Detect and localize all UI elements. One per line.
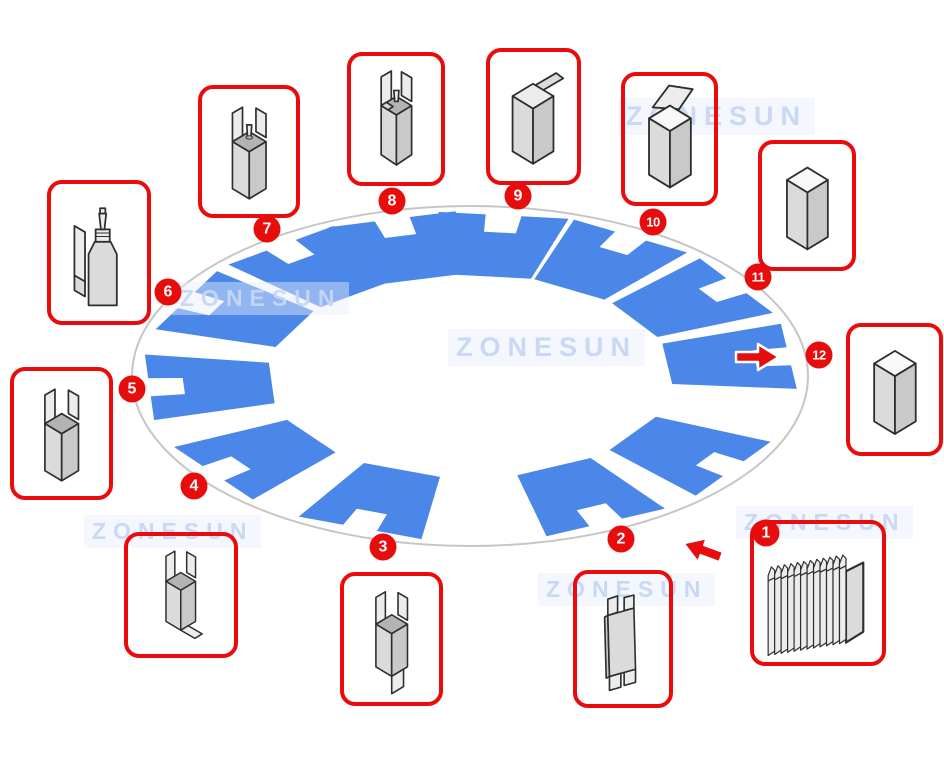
station-badge-6: 6 [154,278,182,306]
pocket-notch [170,290,225,316]
outfeed-arrow-icon [734,342,781,372]
carton-opening-icon [603,594,637,692]
step-frame-6 [47,180,151,325]
station-badge-5: 5 [118,375,146,403]
zonesun-watermark: ZONESUN [84,515,262,548]
station-badge-3: 3 [369,533,397,561]
carton-with-product-icon [231,106,267,200]
carousel-pocket [328,211,462,284]
carousel-pocket [612,258,773,337]
pocket-notch [372,213,417,238]
carousel-pocket [609,416,771,496]
carton-lid-tucking-icon [647,84,694,189]
pocket-notch [576,503,626,530]
carousel-pocket [298,463,440,540]
carousel-pocket [174,419,336,500]
pocket-notch [698,275,754,302]
carousel-pocket [662,323,797,389]
station-badge-12: 12 [805,341,833,369]
station-badge-9: 9 [504,182,532,210]
carousel-pocket [228,225,386,308]
pocket-notch [484,210,523,234]
step-frame-5 [10,367,113,500]
carousel-pocket [155,271,314,347]
step-frame-4 [124,532,238,658]
step-frame-11 [758,140,856,271]
step-frame-3 [340,572,443,706]
zonesun-watermark: ZONESUN [172,282,350,315]
step-frame-9 [486,48,581,185]
station-badge-1: 1 [752,519,780,547]
step-frame-7 [198,85,300,218]
step-frame-8 [347,52,445,186]
step-frame-1 [750,520,886,666]
station-badge-8: 8 [378,187,406,215]
pocket-notch [196,456,251,483]
carton-closed-icon [785,166,829,250]
step-frame-2 [573,570,673,708]
zonesun-watermark: ZONESUN [448,329,646,366]
carousel-pocket [438,211,569,279]
infeed-arrow-icon [683,537,724,563]
step-frame-12 [846,323,943,456]
carousel-pocket [144,354,275,421]
pocket-notch [140,378,185,397]
pocket-notch [261,236,315,264]
station-badge-2: 2 [607,525,635,553]
carton-bottom-flap-folding-icon [165,549,204,639]
carton-top-open-icon [43,388,80,482]
pocket-notch [340,508,387,535]
carton-flaps-raised-icon [379,69,413,166]
flat-carton-stack-icon [767,554,865,657]
station-badge-10: 10 [639,208,667,236]
station-badge-7: 7 [253,215,281,243]
carousel-pocket [534,219,688,300]
carton-lid-folding-icon [512,72,565,165]
pocket-notch [599,228,651,256]
carton-bottom-flap-open-icon [374,590,409,695]
carousel-pocket [517,458,665,537]
carton-finished-icon [872,349,917,435]
station-badge-4: 4 [180,472,208,500]
bottle-insertion-icon [73,207,118,307]
pocket-notch [695,452,751,479]
station-badge-11: 11 [744,263,772,291]
step-frame-10 [621,72,718,206]
